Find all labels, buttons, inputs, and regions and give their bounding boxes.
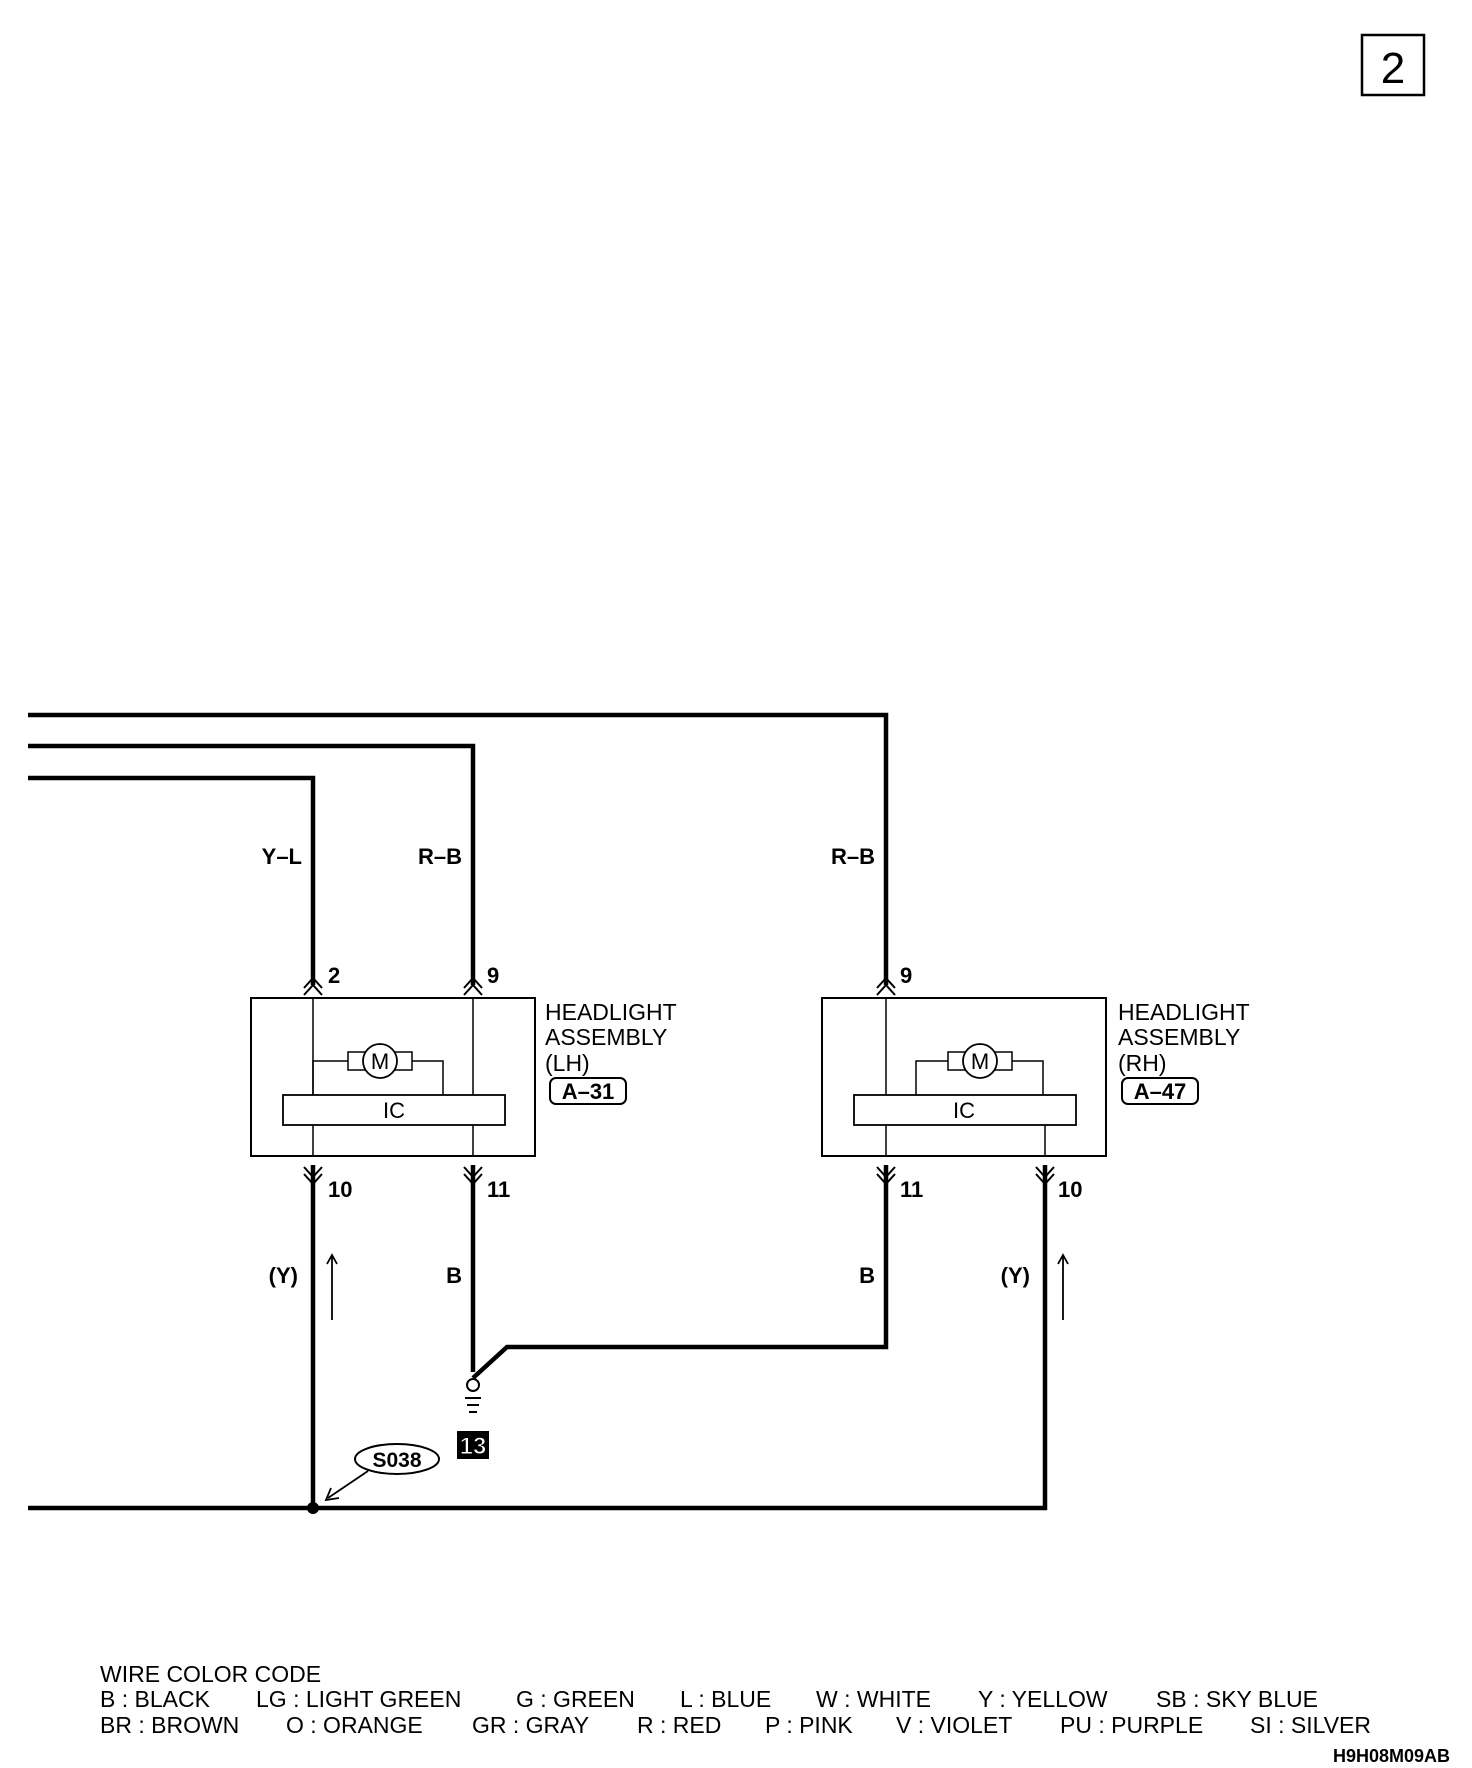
ground-number: 13 [460,1433,487,1460]
pin-mark-lh-2b [303,983,323,996]
assembly-name-lh: HEADLIGHT ASSEMBLY (LH) A–31 [545,999,677,1105]
pin-lh-11: 11 [487,1177,510,1202]
pin-mark-lh-11b [463,1173,483,1186]
svg-text:ASSEMBLY: ASSEMBLY [1118,1024,1240,1050]
motor-label-rh: M [971,1049,989,1074]
svg-text:LG : LIGHT GREEN: LG : LIGHT GREEN [256,1686,461,1712]
pin-mark-rh-11b [876,1173,896,1186]
pin-mark-lh-2 [303,976,323,989]
wire-color-legend: WIRE COLOR CODE B : BLACK LG : LIGHT GRE… [100,1661,1371,1738]
svg-text:O : ORANGE: O : ORANGE [286,1712,423,1738]
svg-text:Y : YELLOW: Y : YELLOW [978,1686,1108,1712]
pin-mark-rh-9b [876,983,896,996]
svg-text:HEADLIGHT: HEADLIGHT [545,999,677,1025]
pin-mark-lh-9 [463,976,483,989]
wire-label-b-lh: B [446,1263,462,1288]
svg-text:(RH): (RH) [1118,1050,1167,1076]
svg-text:ASSEMBLY: ASSEMBLY [545,1024,667,1050]
svg-text:W : WHITE: W : WHITE [816,1686,931,1712]
connector-id-lh: A–31 [562,1079,615,1104]
pin-lh-9: 9 [487,963,499,988]
wire-label-yl: Y–L [262,844,302,869]
ic-block-rh [853,1094,1077,1126]
pin-rh-11: 11 [900,1177,923,1202]
page-number: 2 [1381,44,1405,93]
ic-label-lh: IC [383,1098,405,1123]
legend-title: WIRE COLOR CODE [100,1661,321,1687]
motor-label-lh: M [371,1049,389,1074]
wire-rb-lh [28,743,476,985]
wire-bottom-bus [28,1165,1048,1511]
pin-lh-10: 10 [328,1177,352,1202]
pin-rh-10: 10 [1058,1177,1082,1202]
assembly-box-lh [250,997,536,1157]
figure-code: H9H08M09AB [1333,1746,1450,1766]
headlight-assembly-rh: M IC [821,997,1107,1157]
connector-id-rh: A–47 [1134,1079,1187,1104]
page-number-box: 2 [1360,33,1426,97]
svg-text:V : VIOLET: V : VIOLET [896,1712,1012,1738]
pin-mark-rh-10 [1035,1166,1055,1179]
wire-rb-rh [28,712,889,985]
pin-mark-lh-10 [303,1166,323,1179]
connector-marks [303,976,1055,1186]
svg-text:R : RED: R : RED [637,1712,721,1738]
pin-rh-9: 9 [900,963,912,988]
wire-label-rb-rh: R–B [831,844,875,869]
svg-text:SB : SKY BLUE: SB : SKY BLUE [1156,1686,1318,1712]
wire-label-b-rh: B [859,1263,875,1288]
motor-icon [962,1043,998,1079]
svg-text:PU : PURPLE: PU : PURPLE [1060,1712,1203,1738]
svg-text:HEADLIGHT: HEADLIGHT [1118,999,1250,1025]
pin-mark-lh-9b [463,983,483,996]
assembly-name-rh: HEADLIGHT ASSEMBLY (RH) A–47 [1118,999,1250,1105]
svg-text:L : BLUE: L : BLUE [680,1686,771,1712]
wires [28,712,1048,1511]
svg-text:P : PINK: P : PINK [765,1712,853,1738]
assembly-box-rh [821,997,1107,1157]
svg-text:SI : SILVER: SI : SILVER [1250,1712,1371,1738]
ic-label-rh: IC [953,1098,975,1123]
splice-label: S038 [372,1449,421,1472]
motor-icon [362,1043,398,1079]
svg-text:G : GREEN: G : GREEN [516,1686,635,1712]
wire-yl [28,775,316,985]
svg-text:(LH): (LH) [545,1050,590,1076]
headlight-assembly-lh: M IC [250,997,536,1157]
pin-mark-rh-11 [876,1166,896,1179]
ground-icon [466,1378,480,1392]
pin-lh-2: 2 [328,963,340,988]
wire-b-rh [471,1165,889,1380]
splice-point: S038 [307,1443,440,1514]
ic-block-lh [282,1094,506,1126]
wire-label-y-lh: (Y) [269,1263,298,1288]
ground-symbol: 13 [457,1378,489,1461]
current-arrows [326,1253,1069,1320]
wire-label-rb-lh: R–B [418,844,462,869]
splice-dot [307,1502,319,1514]
pin-mark-rh-10b [1035,1173,1055,1186]
svg-text:GR : GRAY: GR : GRAY [472,1712,589,1738]
svg-text:B : BLACK: B : BLACK [100,1686,211,1712]
wire-label-y-rh: (Y) [1001,1263,1030,1288]
svg-text:BR : BROWN: BR : BROWN [100,1712,239,1738]
pin-mark-lh-11 [463,1166,483,1179]
pin-mark-rh-9 [876,976,896,989]
pin-mark-lh-10b [303,1173,323,1186]
